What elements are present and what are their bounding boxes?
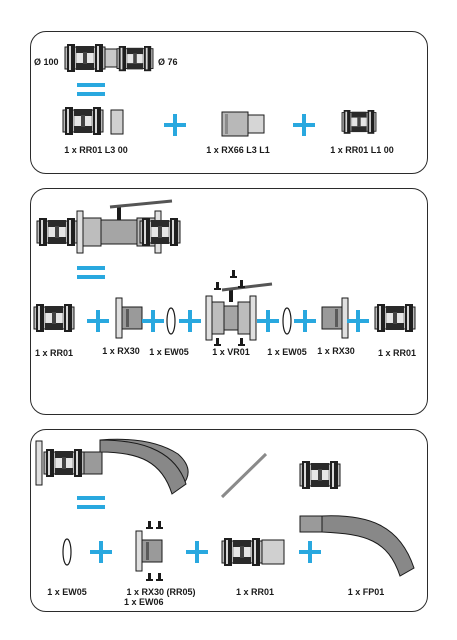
coupling-icon [341, 109, 377, 135]
hose-assembly-illustration [35, 438, 189, 495]
part-label: 1 x RX66 L3 L1 [206, 145, 270, 155]
plus-sign [257, 310, 279, 332]
coupling-icon [221, 537, 263, 567]
coupling-icon [36, 217, 78, 247]
o-ring-icon [62, 538, 72, 566]
coupling-icon [43, 448, 85, 478]
plus-sign [164, 114, 186, 136]
coupling-icon [62, 106, 104, 136]
reducer-sleeve-icon [221, 111, 265, 137]
part-label: 1 x RR01 [34, 348, 74, 358]
flexible-hose-icon [299, 515, 415, 577]
plus-sign [179, 310, 201, 332]
reducer-assembly-illustration [64, 43, 154, 73]
flange-adapter-icon [115, 297, 143, 339]
diameter-label-large: Ø 100 [34, 57, 59, 67]
part-label: 1 x EW05 [267, 347, 307, 357]
flange-adapter-icon [321, 297, 349, 339]
part-label: 1 x EW05 [149, 347, 189, 357]
valve-assembly-illustration [36, 199, 181, 254]
equals-sign [77, 496, 105, 509]
plus-sign [347, 310, 369, 332]
diameter-label-small: Ø 76 [158, 57, 178, 67]
part-label: 1 x RR01 L3 00 [64, 145, 128, 155]
coupling-icon [33, 303, 75, 333]
coupling-icon [116, 45, 154, 72]
plus-sign [293, 114, 315, 136]
equals-sign [77, 266, 105, 279]
coupling-icon [64, 43, 106, 73]
separator-slash [220, 452, 268, 499]
part-label: 1 x RR01 [377, 348, 417, 358]
part-label: 1 x EW05 [47, 587, 87, 597]
coupling-icon [374, 303, 416, 333]
part-label: 1 x RR01 [235, 587, 275, 597]
flange-adapter-icon [135, 521, 163, 581]
part-label-secondary: 1 x EW06 [124, 597, 164, 607]
part-label: 1 x RR01 L1 00 [330, 145, 394, 155]
coupling-icon [139, 217, 181, 247]
ball-valve-icon [205, 270, 273, 346]
part-label: 1 x RX30 [317, 346, 355, 356]
part-label: 1 x FP01 [347, 587, 385, 597]
plus-sign [90, 541, 112, 563]
plus-sign [186, 541, 208, 563]
part-label: 1 x VR01 [212, 347, 250, 357]
plus-sign [299, 541, 321, 563]
part-label: 1 x RX30 (RR05) [126, 587, 196, 597]
o-ring-icon [282, 307, 292, 335]
coupling-icon [299, 460, 341, 490]
plus-sign [87, 310, 109, 332]
plus-sign [142, 310, 164, 332]
plus-sign [294, 310, 316, 332]
equals-sign [77, 83, 105, 96]
o-ring-icon [166, 307, 176, 335]
part-label: 1 x RX30 [102, 346, 140, 356]
